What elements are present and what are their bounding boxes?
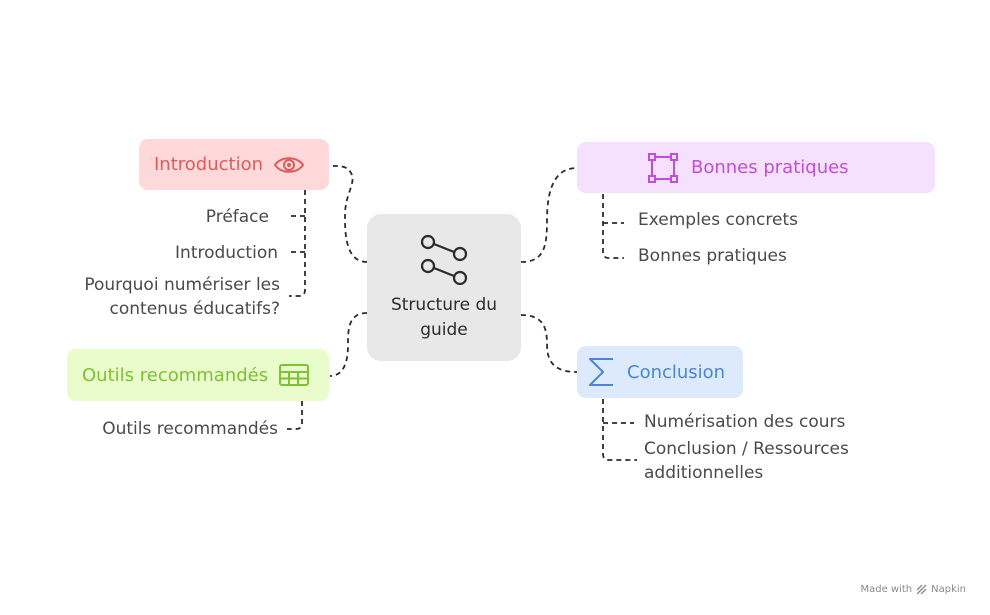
- conclusion-leaf-ressources-1: Conclusion / Ressources: [644, 439, 849, 459]
- connector-conclusion-leaves: [602, 399, 637, 461]
- table-icon: [279, 364, 310, 386]
- branch-bonnes-label: Bonnes pratiques: [691, 157, 849, 178]
- branch-introduction-label: Introduction: [154, 154, 264, 175]
- frame-icon: [648, 152, 678, 183]
- conclusion-leaf-ressources-2: additionnelles: [644, 463, 764, 483]
- connector-intro-leaves: [289, 190, 306, 297]
- share-network-icon: [420, 234, 468, 285]
- branch-outils[interactable]: Outils recommandés: [67, 349, 329, 401]
- branch-bonnes[interactable]: Bonnes pratiques: [577, 142, 935, 193]
- footer-brand: Napkin: [931, 584, 966, 595]
- connector-conclusion: [520, 314, 578, 373]
- center-title: Structure du guide: [390, 294, 498, 340]
- center-node[interactable]: Structure du guide: [367, 214, 521, 361]
- conclusion-leaf-numerisation: Numérisation des cours: [644, 412, 846, 432]
- napkin-logo-icon: [916, 584, 927, 595]
- bonnes-leaf-exemples: Exemples concrets: [638, 210, 798, 230]
- branch-conclusion-label: Conclusion: [627, 361, 726, 383]
- connector-bonnes: [520, 167, 578, 263]
- branch-conclusion[interactable]: Conclusion: [577, 346, 743, 398]
- connector-outils: [329, 312, 368, 377]
- branch-outils-label: Outils recommandés: [82, 364, 269, 386]
- made-with-napkin[interactable]: Made with Napkin: [860, 584, 966, 595]
- intro-leaf-introduction: Introduction: [175, 243, 278, 263]
- sigma-icon: [589, 358, 613, 386]
- intro-leaf-pourquoi-2: contenus éducatifs?: [109, 299, 281, 319]
- eye-icon: [273, 156, 305, 173]
- connector-bonnes-leaves: [602, 194, 624, 259]
- footer-text: Made with: [860, 584, 913, 595]
- intro-leaf-pourquoi-1: Pourquoi numériser les: [84, 275, 280, 295]
- outils-leaf: Outils recommandés: [102, 419, 278, 439]
- bonnes-leaf-pratiques: Bonnes pratiques: [638, 246, 787, 266]
- connector-outils-leaves: [287, 401, 303, 430]
- branch-introduction[interactable]: Introduction: [139, 139, 329, 190]
- intro-leaf-preface: Préface: [205, 207, 269, 227]
- connector-introduction: [329, 165, 368, 263]
